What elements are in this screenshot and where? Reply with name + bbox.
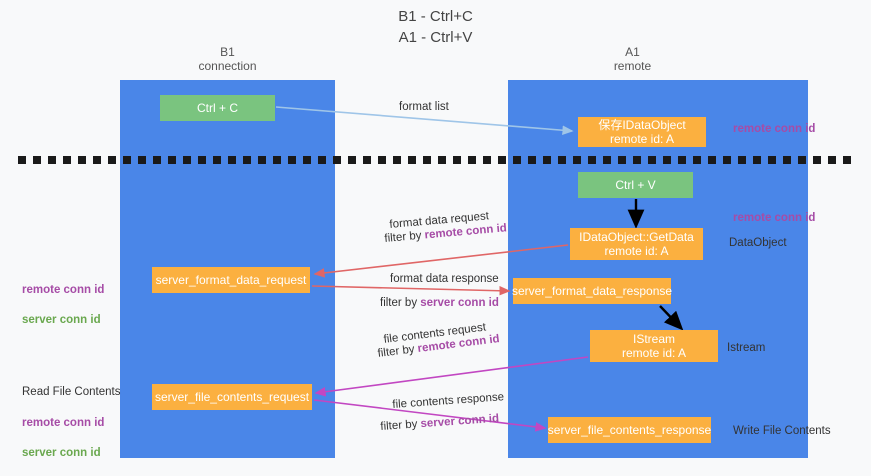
edge-label-format-data-response-filter: filter by server conn id	[380, 297, 499, 309]
filter-prefix: filter by	[380, 418, 422, 433]
label-conn-ids-lower: remote conn id server conn id	[22, 401, 104, 476]
edge-label-format-data-response: format data response	[390, 273, 499, 285]
label-remote-conn-id-top: remote conn id	[733, 123, 816, 135]
node-ctrl-v[interactable]: Ctrl + V	[578, 172, 693, 198]
filter-prefix: filter by	[384, 229, 426, 245]
label-write-file-contents: Write File Contents	[733, 425, 831, 437]
label-server-conn-id-left-lower: server conn id	[22, 447, 101, 459]
edge-label-format-list: format list	[399, 101, 449, 113]
filter-key-server-conn-id: server conn id	[420, 412, 500, 431]
arrow-format-data-response	[311, 285, 511, 296]
node-server-format-data-request[interactable]: server_format_data_request	[152, 267, 310, 293]
node-ctrl-c[interactable]: Ctrl + C	[160, 95, 275, 121]
label-remote-conn-id-left-upper: remote conn id	[22, 284, 105, 296]
node-server-file-contents-response[interactable]: server_file_contents_response	[548, 417, 711, 443]
label-conn-ids-upper: remote conn id server conn id	[22, 268, 104, 343]
node-idataobject-getdata[interactable]: IDataObject::GetData remote id: A	[570, 228, 703, 260]
page-title: B1 - Ctrl+C A1 - Ctrl+V	[398, 8, 473, 46]
node-save-idataobject[interactable]: 保存IDataObject remote id: A	[578, 117, 706, 147]
label-read-file-contents: Read File Contents	[22, 386, 121, 398]
label-dataobject: DataObject	[729, 237, 787, 249]
label-remote-conn-id-left-lower: remote conn id	[22, 417, 105, 429]
section-divider-dashed-line	[18, 156, 854, 164]
filter-prefix: filter by	[380, 297, 421, 309]
label-istream: Istream	[727, 342, 766, 354]
node-server-file-contents-request[interactable]: server_file_contents_request	[152, 384, 312, 410]
filter-prefix: filter by	[377, 343, 419, 360]
node-server-format-data-response[interactable]: server_format_data_response	[512, 278, 672, 304]
lane-header-a1: A1 remote	[613, 45, 652, 73]
edge-label-file-contents-response: file contents response	[392, 391, 505, 411]
lane-header-b1: B1 connection	[198, 45, 257, 73]
label-server-conn-id-left-upper: server conn id	[22, 314, 101, 326]
node-istream[interactable]: IStream remote id: A	[590, 330, 718, 362]
filter-key-server-conn-id: server conn id	[420, 297, 499, 309]
edge-label-file-contents-response-filter: filter by server conn id	[380, 413, 499, 433]
label-remote-conn-id-mid: remote conn id	[733, 212, 816, 224]
